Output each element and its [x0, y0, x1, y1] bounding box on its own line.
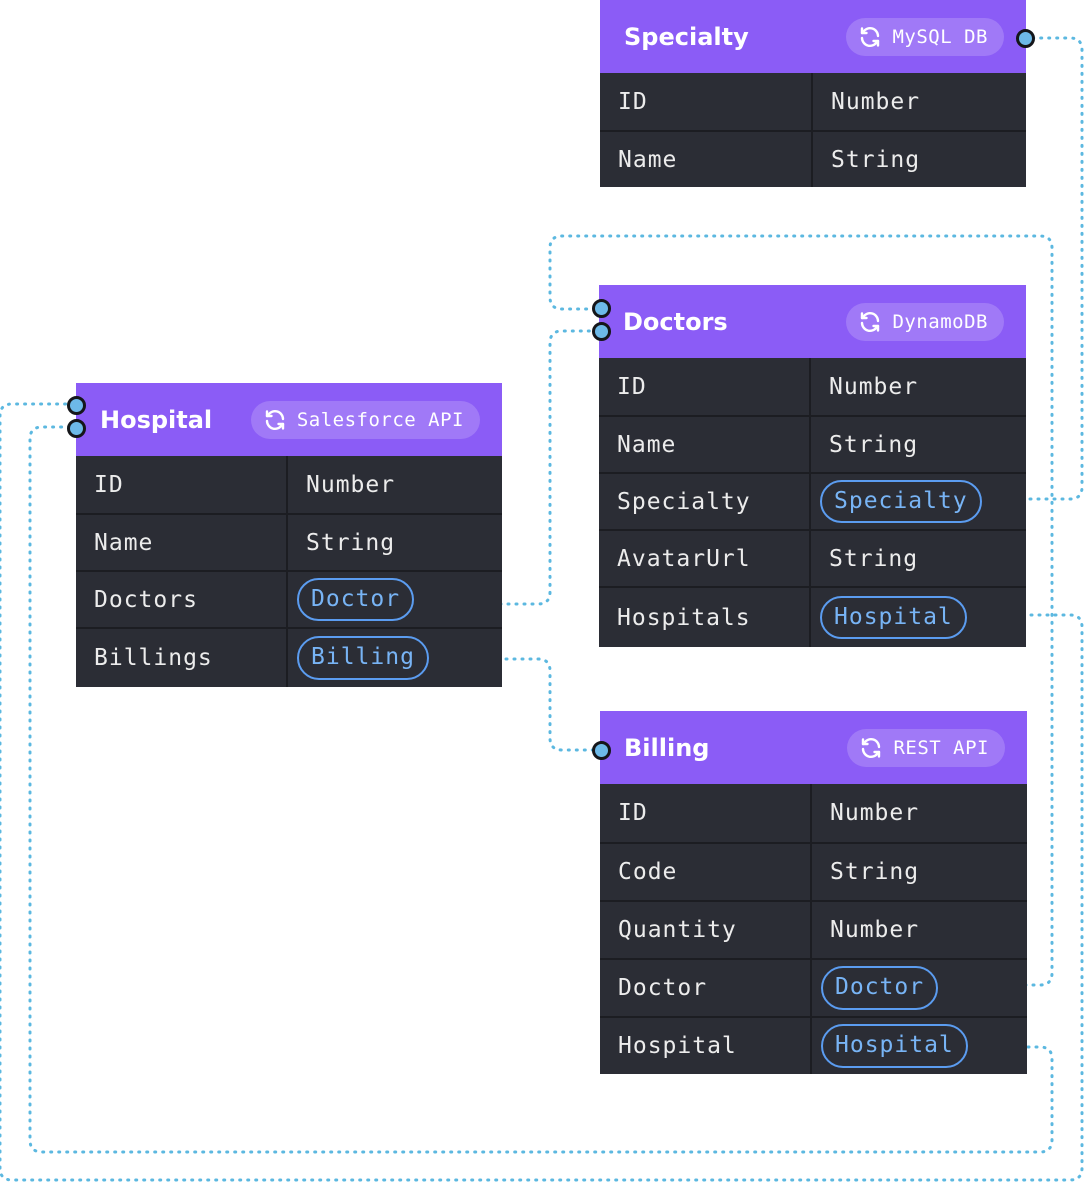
port-billing-in[interactable]: [592, 741, 611, 760]
table-body: ID Number Name String Specialty Specialt…: [599, 358, 1026, 647]
source-badge: REST API: [847, 728, 1005, 767]
field-name: Quantity: [600, 902, 812, 958]
table-row: ID Number: [600, 73, 1026, 130]
table-title: Hospital: [100, 405, 213, 434]
field-name: Hospitals: [599, 588, 811, 647]
field-name: Name: [599, 417, 811, 472]
field-type: Billing: [288, 629, 502, 687]
table-row: Code String: [600, 842, 1027, 900]
reference-pill[interactable]: Billing: [297, 636, 429, 680]
field-type: String: [829, 431, 919, 458]
table-header: Hospital Salesforce API: [76, 383, 502, 456]
port-doctors-in[interactable]: [592, 322, 611, 341]
connector-hospital-doctors: [410, 329, 598, 606]
table-row: Hospitals Hospital: [599, 586, 1026, 647]
table-body: ID Number Code String Quantity Number Do…: [600, 784, 1027, 1074]
port-specialty[interactable]: [1016, 29, 1035, 48]
field-type: Number: [831, 88, 921, 115]
field-type: Doctor: [288, 572, 502, 627]
table-row: ID Number: [600, 784, 1027, 842]
table-row: ID Number: [76, 456, 502, 513]
table-body: ID Number Name String Doctors Doctor Bil…: [76, 456, 502, 687]
field-type: Number: [829, 373, 919, 400]
field-type: String: [830, 859, 920, 885]
port-doctors-in[interactable]: [592, 299, 611, 318]
source-badge: DynamoDB: [846, 302, 1004, 341]
table-row: Name String: [76, 513, 502, 570]
field-name: ID: [76, 456, 288, 513]
field-name: Specialty: [599, 474, 811, 529]
reference-pill[interactable]: Hospital: [821, 1024, 968, 1068]
source-label: MySQL DB: [892, 25, 988, 48]
table-row: Doctor Doctor: [600, 958, 1027, 1016]
reference-pill[interactable]: Hospital: [820, 595, 967, 640]
reference-pill[interactable]: Specialty: [820, 479, 982, 524]
reference-pill[interactable]: Doctor: [297, 577, 415, 622]
table-row: Name String: [600, 130, 1026, 187]
table-row: Hospital Hospital: [600, 1016, 1027, 1074]
table-row: Name String: [599, 415, 1026, 472]
field-type: Number: [306, 471, 396, 498]
field-type: Specialty: [811, 474, 1026, 529]
field-type: Number: [830, 917, 920, 943]
sync-icon: [265, 409, 285, 430]
sync-icon: [861, 26, 880, 47]
table-header: Specialty MySQL DB: [600, 0, 1026, 73]
reference-pill[interactable]: Doctor: [821, 966, 939, 1010]
field-name: ID: [599, 358, 811, 415]
connector-doctors-specialty: [988, 36, 1084, 501]
field-name: Code: [600, 844, 812, 900]
table-title: Billing: [624, 733, 710, 762]
field-type: String: [829, 545, 919, 572]
hospital-table: Hospital Salesforce API ID Number Name S…: [76, 383, 502, 687]
field-type: Hospital: [811, 588, 1026, 647]
billing-table: Billing REST API ID Number Code String Q…: [600, 711, 1027, 1074]
field-name: ID: [600, 73, 813, 130]
field-type: Number: [830, 800, 920, 826]
sync-icon: [861, 311, 880, 332]
table-title: Doctors: [623, 307, 728, 336]
source-badge: Salesforce API: [250, 400, 480, 439]
connector-billing-doctor: [548, 234, 1054, 987]
table-row: Billings Billing: [76, 627, 502, 687]
source-label: Salesforce API: [296, 408, 464, 431]
field-name: Doctors: [76, 572, 288, 627]
field-name: Name: [76, 515, 288, 570]
table-row: Quantity Number: [600, 900, 1027, 958]
field-type: String: [306, 529, 396, 556]
port-hospital-in[interactable]: [67, 419, 86, 438]
field-name: AvatarUrl: [599, 531, 811, 586]
table-row: ID Number: [599, 358, 1026, 415]
source-badge: MySQL DB: [846, 17, 1004, 56]
connector-billing-hospital: [28, 425, 1054, 1154]
field-type: Doctor: [812, 960, 1027, 1016]
table-body: ID Number Name String: [600, 73, 1026, 187]
field-name: Doctor: [600, 960, 812, 1016]
sync-icon: [862, 737, 881, 758]
source-label: DynamoDB: [892, 310, 988, 333]
field-type: Hospital: [812, 1018, 1027, 1074]
table-header: Doctors DynamoDB: [599, 285, 1026, 358]
field-name: Hospital: [600, 1018, 812, 1074]
table-row: Specialty Specialty: [599, 472, 1026, 529]
field-name: Name: [600, 132, 813, 187]
specialty-table: Specialty MySQL DB ID Number Name String: [600, 0, 1026, 187]
table-row: Doctors Doctor: [76, 570, 502, 627]
table-title: Specialty: [624, 22, 749, 51]
source-label: REST API: [893, 736, 989, 759]
table-row: AvatarUrl String: [599, 529, 1026, 586]
field-name: Billings: [76, 629, 288, 687]
field-type: String: [831, 146, 921, 173]
doctors-table: Doctors DynamoDB ID Number Name String S…: [599, 285, 1026, 647]
port-hospital-in[interactable]: [67, 396, 86, 415]
field-name: ID: [600, 784, 812, 842]
table-header: Billing REST API: [600, 711, 1027, 784]
